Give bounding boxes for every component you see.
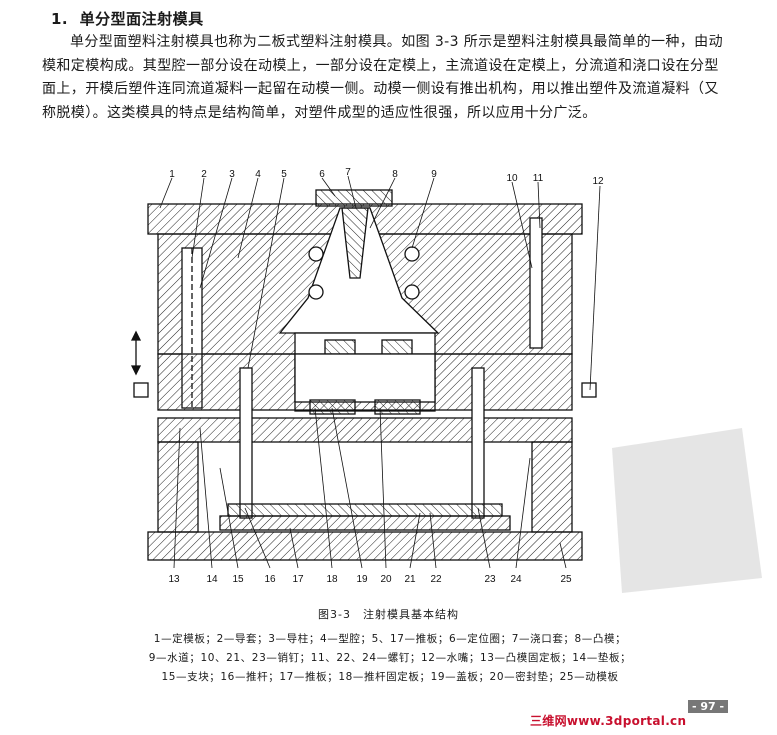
callout: 21: [404, 574, 416, 585]
callout: 17: [292, 574, 304, 585]
callout: 24: [510, 574, 522, 585]
callout: 9: [431, 169, 437, 180]
callout: 14: [206, 574, 218, 585]
callout: 10: [506, 173, 518, 184]
callout: 6: [319, 169, 325, 180]
callout: 18: [326, 574, 338, 585]
legend-line: 15—支块；16—推杆；17—推板；18—推杆固定板；19—盖板；20—密封垫；…: [161, 671, 619, 683]
callout: 11: [533, 173, 544, 184]
section-number: 1.: [51, 10, 69, 28]
watermark-stamp: [612, 428, 762, 593]
watermark-text: 三维网www.3dportal.cn: [530, 714, 687, 728]
callout: 22: [430, 574, 442, 585]
callout: 25: [560, 574, 572, 585]
section-title: 单分型面注射模具: [79, 10, 204, 28]
callout: 15: [232, 574, 244, 585]
callout: 8: [392, 169, 398, 180]
section-heading: 1. 单分型面注射模具: [51, 8, 204, 29]
callout: 20: [380, 574, 392, 585]
callout: 19: [356, 574, 368, 585]
body-text: 单分型面塑料注射模具也称为二板式塑料注射模具。如图 3-3 所示是塑料注射模具最…: [42, 31, 732, 125]
legend-line: 1—定模板；2—导套；3—导柱；4—型腔；5、17—推板；6—定位圈；7—浇口套…: [153, 633, 627, 645]
callouts-bottom: 13 14 15 16 17 18 19 20 21 22 23 24 25: [168, 574, 572, 585]
callout: 3: [229, 169, 235, 180]
figure-caption: 图3-3 注射模具基本结构: [318, 608, 459, 621]
diagram-drawing: [130, 175, 601, 569]
legend-line: 9—水道；10、21、23—销钉；11、22、24—螺钉；12—水嘴；13—凸模…: [148, 652, 632, 664]
callout: 13: [168, 574, 180, 585]
paragraph: 单分型面塑料注射模具也称为二板式塑料注射模具。如图 3-3 所示是塑料注射模具最…: [42, 34, 723, 121]
callout: 12: [592, 176, 604, 187]
callout: 2: [201, 169, 207, 180]
callout: 1: [169, 169, 175, 180]
callout: 23: [484, 574, 496, 585]
callouts-top: 1 2 3 4 5 6 7 8 9 10 11 12: [169, 167, 604, 187]
callout: 16: [264, 574, 276, 585]
page-number: - 97 -: [688, 700, 729, 713]
callout: 4: [255, 169, 261, 180]
mold-diagram: 1 2 3 4 5 6 7 8 9 10 11 12 13 14 15 16 1…: [130, 167, 604, 585]
callout: 5: [281, 169, 287, 180]
callout: 7: [345, 167, 351, 178]
